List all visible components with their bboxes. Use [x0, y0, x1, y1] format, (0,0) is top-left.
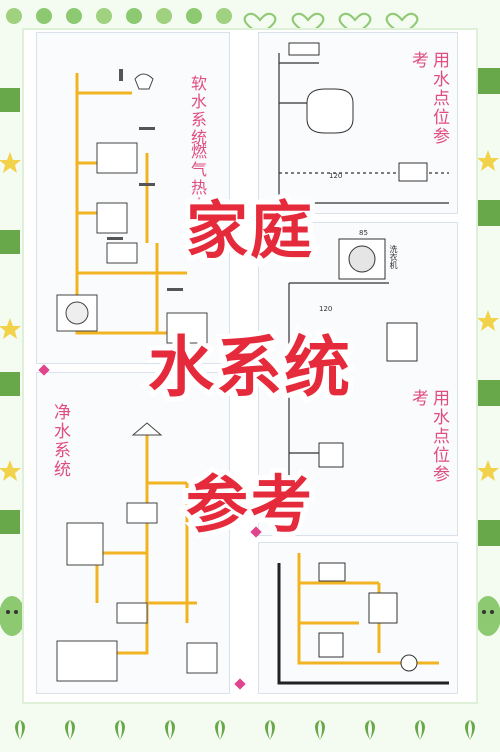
pure-water-diagram — [56, 422, 218, 682]
title-line-2: 水系统 — [0, 325, 500, 411]
gift-icon — [0, 372, 20, 396]
flower-icon — [156, 8, 172, 24]
bath-layout-panel — [258, 542, 458, 694]
gift-icon — [478, 200, 500, 226]
sprout-icon — [15, 720, 25, 740]
title-line-1: 家庭 — [0, 191, 500, 271]
sprout-icon — [265, 720, 275, 740]
flower-icon — [96, 8, 112, 24]
dimension-label: 85 — [359, 229, 368, 237]
point-reference-mid-panel: 85 120 洗衣机 用水点位参考 — [258, 222, 458, 536]
point-reference-top-panel: 120 用水点位参考 — [258, 32, 458, 214]
soft-water-panel: 软水系统 燃气热水器 — [36, 32, 230, 364]
flower-icon — [126, 8, 142, 24]
flower-icon — [66, 8, 82, 24]
fixture-layout-top: 120 — [278, 42, 449, 204]
gift-icon — [0, 510, 20, 534]
gift-icon — [0, 230, 20, 254]
gift-icon — [478, 520, 500, 546]
pea-character-icon — [475, 596, 500, 636]
point-reference-top-label: 用水点位参考 — [408, 51, 449, 146]
washer-label: 洗衣机 — [389, 245, 398, 269]
sprout-icon — [365, 720, 375, 740]
sprout-icon — [215, 720, 225, 740]
pea-character-icon — [0, 596, 25, 636]
soft-water-diagram — [56, 69, 208, 344]
gift-icon — [478, 68, 500, 94]
star-icon — [477, 460, 499, 481]
pure-water-label: 净水系统 — [50, 403, 70, 479]
title-line-3: 参考 — [0, 465, 500, 545]
dimension-label: 120 — [329, 172, 342, 180]
flower-icon — [216, 8, 232, 24]
sprout-icon — [465, 720, 475, 740]
title-text-1: 家庭 — [181, 191, 317, 271]
soft-water-label: 软水系统 — [188, 75, 207, 147]
sprout-icon — [415, 720, 425, 740]
sprout-icon — [165, 720, 175, 740]
star-icon — [0, 460, 21, 481]
pure-water-panel: 净水系统 — [36, 372, 230, 694]
flower-icon — [6, 8, 22, 24]
dimension-label: 120 — [319, 305, 332, 313]
star-icon — [0, 152, 21, 173]
flower-icon — [186, 8, 202, 24]
gift-icon — [478, 380, 500, 406]
gift-icon — [0, 88, 20, 112]
title-text-2: 水系统 — [143, 325, 355, 411]
sprout-icon — [315, 720, 325, 740]
fixture-layout-mid: 85 120 — [288, 229, 418, 523]
sprout-icon — [65, 720, 75, 740]
flower-icon — [36, 8, 52, 24]
star-icon — [477, 310, 499, 331]
point-reference-mid-label: 用水点位参考 — [408, 389, 449, 484]
sprout-icon — [115, 720, 125, 740]
bath-layout-diagram — [277, 553, 449, 685]
star-icon — [0, 318, 21, 339]
title-text-3: 参考 — [181, 465, 317, 545]
gas-heater-label: 燃气热水器 — [188, 143, 207, 233]
star-icon — [477, 150, 499, 171]
